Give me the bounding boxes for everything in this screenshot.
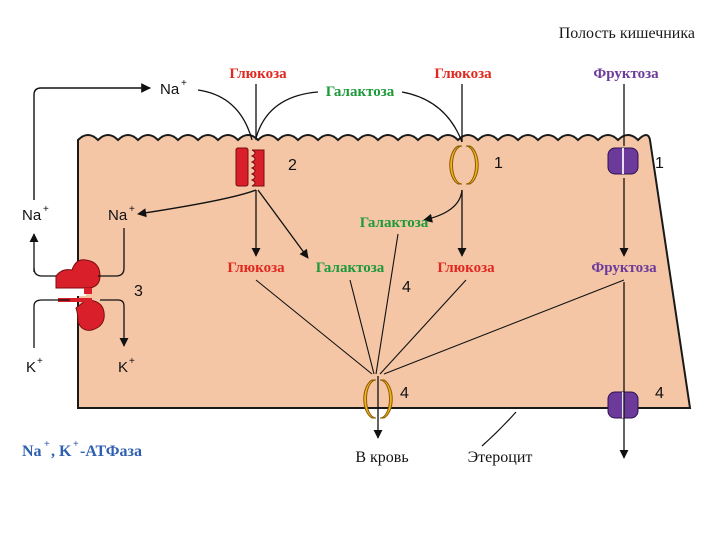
transporter-2-label: 2	[288, 157, 297, 174]
svg-text:Na: Na	[22, 443, 42, 460]
sglt-transporter	[235, 147, 265, 187]
enterocyte-pointer	[481, 411, 517, 447]
na-left-label: Na +	[22, 204, 49, 224]
svg-text:, K: , K	[51, 443, 72, 460]
glut5-basolateral-transporter	[607, 391, 639, 419]
svg-text:Na: Na	[160, 81, 180, 98]
transporter-3-label: 3	[134, 283, 143, 300]
svg-text:Na: Na	[108, 207, 128, 224]
na-loop-arrow	[33, 83, 151, 200]
enterocyte-label: Этероцит	[468, 449, 533, 466]
sglt-galactose-arrow	[257, 189, 309, 259]
glucose-top-right: Глюкоза	[434, 66, 492, 82]
galactose-mid: Галактоза	[360, 215, 429, 231]
converging-lines	[255, 233, 625, 375]
glut2-basolateral-transporter	[363, 379, 393, 419]
enterocyte-cell	[77, 134, 692, 409]
galactose-to-glut-arrow	[401, 91, 463, 143]
transporter-1-label-right: 1	[655, 155, 664, 172]
transporter-4-label-bottom: 4	[400, 385, 409, 402]
galactose-top: Галактоза	[326, 84, 395, 100]
svg-text:+: +	[43, 204, 49, 215]
svg-text:+: +	[129, 356, 135, 367]
svg-text:K: K	[118, 359, 128, 376]
to-blood-label: В кровь	[355, 449, 408, 466]
glut5-apical-transporter	[607, 147, 639, 175]
transporter-4-label-right: 4	[655, 385, 664, 402]
atpase-caption: Na + , K + -АТФаза	[22, 439, 142, 460]
cavity-label: Полость кишечника	[559, 25, 695, 42]
transporter-4-label-mid: 4	[402, 279, 411, 296]
svg-text:K: K	[26, 359, 36, 376]
svg-text:Na: Na	[22, 207, 42, 224]
galactose-mid-left: Галактоза	[316, 260, 385, 276]
svg-text:+: +	[37, 356, 43, 367]
glucose-mid-right: Глюкоза	[437, 260, 495, 276]
svg-text:+: +	[181, 78, 187, 89]
k-right-label: K +	[118, 356, 135, 376]
na-top-label: Na +	[160, 78, 187, 98]
glut-galactose-arrow	[423, 189, 463, 223]
k-in-arrow	[33, 299, 70, 348]
fructose-mid: Фруктоза	[591, 260, 657, 276]
k-left-label: K +	[26, 356, 43, 376]
glucose-top-left: Глюкоза	[229, 66, 287, 82]
svg-text:+: +	[129, 204, 135, 215]
k-out-arrow	[100, 299, 129, 347]
glucose-mid-left: Глюкоза	[227, 260, 285, 276]
na-pumped-arrow	[33, 267, 56, 277]
glut-apical-transporter	[449, 145, 479, 185]
svg-text:+: +	[44, 439, 50, 450]
sglt-na-arrow	[137, 189, 257, 218]
na-inside-label: Na +	[108, 204, 135, 224]
svg-text:+: +	[73, 439, 79, 450]
na-out-arrow	[98, 228, 125, 277]
fructose-top: Фруктоза	[593, 66, 659, 82]
galactose-to-sglt-arrow	[255, 91, 319, 139]
na-k-atpase-pump	[55, 259, 105, 331]
transporter-1-label-left: 1	[494, 155, 503, 172]
na-to-sglt-arrow	[197, 89, 253, 141]
svg-text:-АТФаза: -АТФаза	[80, 443, 142, 460]
